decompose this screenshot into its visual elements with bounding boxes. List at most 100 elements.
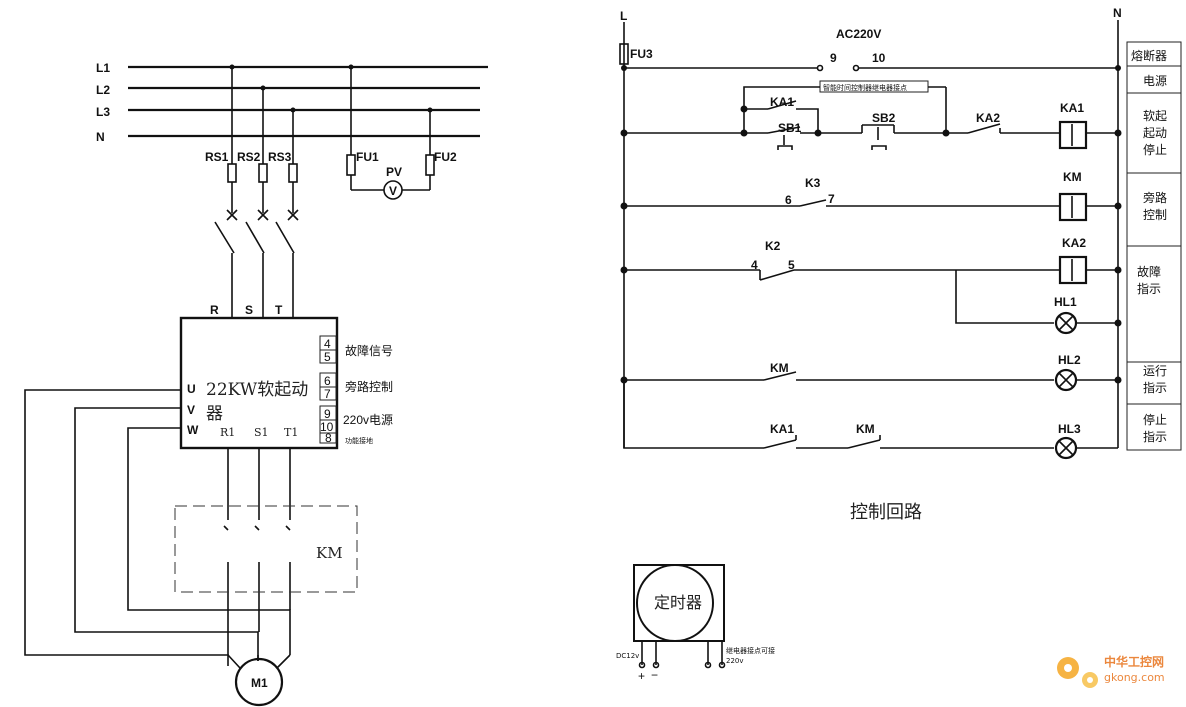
- control-circuit-caption: 控制回路: [850, 502, 922, 523]
- lamp-hl2-label: HL2: [1058, 353, 1081, 367]
- pv-label: PV: [386, 165, 402, 179]
- terminal-5: 5: [324, 350, 331, 364]
- side-label-fault-1: 故障: [1137, 264, 1161, 279]
- bus-label-l1: L1: [96, 61, 110, 75]
- side-label-bypass-2: 控制: [1143, 208, 1167, 222]
- label-function-ground: 功能接地: [345, 436, 373, 445]
- watermark-url: gkong.com: [1104, 671, 1165, 684]
- output-v: V: [187, 403, 195, 417]
- rs1-label: RS1: [205, 150, 229, 164]
- rs1-fuse: [227, 163, 237, 183]
- motor-label: M1: [251, 676, 268, 690]
- ka1-nc-label: KA1: [770, 422, 794, 436]
- rs2-label: RS2: [237, 150, 261, 164]
- timer-label: 定时器: [654, 593, 702, 612]
- gear-icon: [1057, 657, 1098, 688]
- switch-blade-3: [275, 221, 295, 254]
- ka2-nc-label: KA2: [976, 111, 1000, 125]
- timer-contact-note: 智能时间控制器继电器接点: [823, 83, 907, 92]
- k2-terminal-4: 4: [751, 258, 758, 272]
- lamp-hl3-label: HL3: [1058, 422, 1081, 436]
- ka1-hold-label: KA1: [770, 95, 794, 109]
- bus-label-l2: L2: [96, 83, 110, 97]
- wire-u: [24, 389, 229, 666]
- k2-label: K2: [765, 239, 781, 253]
- terminal-s1: S1: [254, 426, 269, 439]
- fu2-label: FU2: [434, 150, 457, 164]
- supply-label: AC220V: [836, 27, 881, 41]
- terminal-4: 4: [324, 337, 331, 351]
- supply-terminal-9: 9: [830, 51, 837, 65]
- timer-relay-note: 继电器接点可接: [726, 646, 775, 655]
- sb2-label: SB2: [872, 111, 896, 125]
- rail-n-label: N: [1113, 6, 1122, 20]
- rs3-fuse: [288, 163, 298, 183]
- side-label-power: 电源: [1143, 74, 1167, 88]
- sb1-label: SB1: [778, 121, 802, 135]
- side-label-softstart-2: 起动: [1143, 126, 1167, 140]
- voltmeter-symbol: V: [389, 184, 397, 198]
- coil-ka1: [1058, 120, 1088, 150]
- terminal-10: 10: [320, 420, 334, 434]
- timer-dial: [636, 564, 714, 642]
- timer-dc-label: DC12v: [616, 652, 639, 660]
- soft-starter-title-2: 器: [206, 404, 223, 424]
- fu2-fuse: [425, 154, 435, 176]
- coil-ka2-label: KA2: [1062, 236, 1086, 250]
- output-u: U: [187, 382, 196, 396]
- bus-label-n: N: [96, 130, 105, 144]
- timer-plus: +: [638, 669, 645, 683]
- side-label-softstart-1: 软起: [1143, 109, 1167, 123]
- k2-terminal-5: 5: [788, 258, 795, 272]
- side-label-stop-1: 停止: [1143, 412, 1167, 427]
- coil-ka2: [1058, 255, 1088, 285]
- watermark-brand: 中华工控网: [1104, 654, 1164, 669]
- coil-km-label: KM: [1063, 170, 1082, 184]
- rs3-label: RS3: [268, 150, 292, 164]
- voltmeter-icon: [383, 180, 403, 200]
- terminal-9: 9: [324, 407, 331, 421]
- terminal-7: 7: [324, 387, 331, 401]
- side-label-run-2: 指示: [1143, 380, 1167, 395]
- side-label-bypass-1: 旁路: [1143, 190, 1167, 205]
- timer-minus: −: [651, 668, 658, 682]
- terminal-t1: T1: [284, 426, 298, 439]
- phase-t: T: [275, 303, 283, 317]
- terminal-r1: R1: [220, 426, 235, 439]
- label-220v-supply: 220v电源: [343, 413, 393, 427]
- wire-v: [74, 407, 259, 661]
- side-label-softstart-3: 停止: [1143, 142, 1167, 157]
- soft-starter-title-1: 22KW软起动: [206, 380, 308, 400]
- wire-w: [127, 427, 291, 655]
- km-label: KM: [316, 544, 343, 562]
- fu3-label: FU3: [630, 47, 653, 61]
- side-label-run-1: 运行: [1143, 364, 1167, 378]
- timer-device: 定时器 DC12v + − 继电器接点可接 220v: [616, 564, 775, 683]
- fu1-fuse: [346, 154, 356, 176]
- side-label-stop-2: 指示: [1143, 429, 1167, 444]
- rail-l-label: L: [620, 9, 627, 23]
- rs2-fuse: [258, 163, 268, 183]
- side-label-fuse: 熔断器: [1131, 48, 1167, 63]
- output-w: W: [187, 423, 199, 437]
- function-label-table: 熔断器 电源 软起 起动 停止 旁路 控制 故障 指示 运行 指示 停止 指示: [1126, 41, 1182, 451]
- coil-km: [1058, 192, 1088, 222]
- k3-label: K3: [805, 176, 821, 190]
- k3-terminal-7: 7: [828, 192, 835, 206]
- terminal-block: 4 5 6 7 9 10 8: [319, 335, 337, 445]
- label-bypass-control: 旁路控制: [345, 379, 393, 394]
- km-no-label: KM: [770, 361, 789, 375]
- fu1-label: FU1: [356, 150, 379, 164]
- label-fault-signal: 故障信号: [345, 343, 393, 358]
- km-nc-label: KM: [856, 422, 875, 436]
- bus-label-l3: L3: [96, 105, 110, 119]
- control-circuit: L N FU3 AC220V 9 10 智能时间控制器继电器接点 KA1 SB1: [619, 6, 1182, 523]
- coil-ka1-label: KA1: [1060, 101, 1084, 115]
- supply-terminal-10: 10: [872, 51, 886, 65]
- fu3-fuse: [619, 43, 629, 65]
- switch-blade-2: [245, 221, 265, 254]
- phase-r: R: [210, 303, 219, 317]
- motor-icon: [234, 657, 284, 707]
- lamp-hl1-label: HL1: [1054, 295, 1077, 309]
